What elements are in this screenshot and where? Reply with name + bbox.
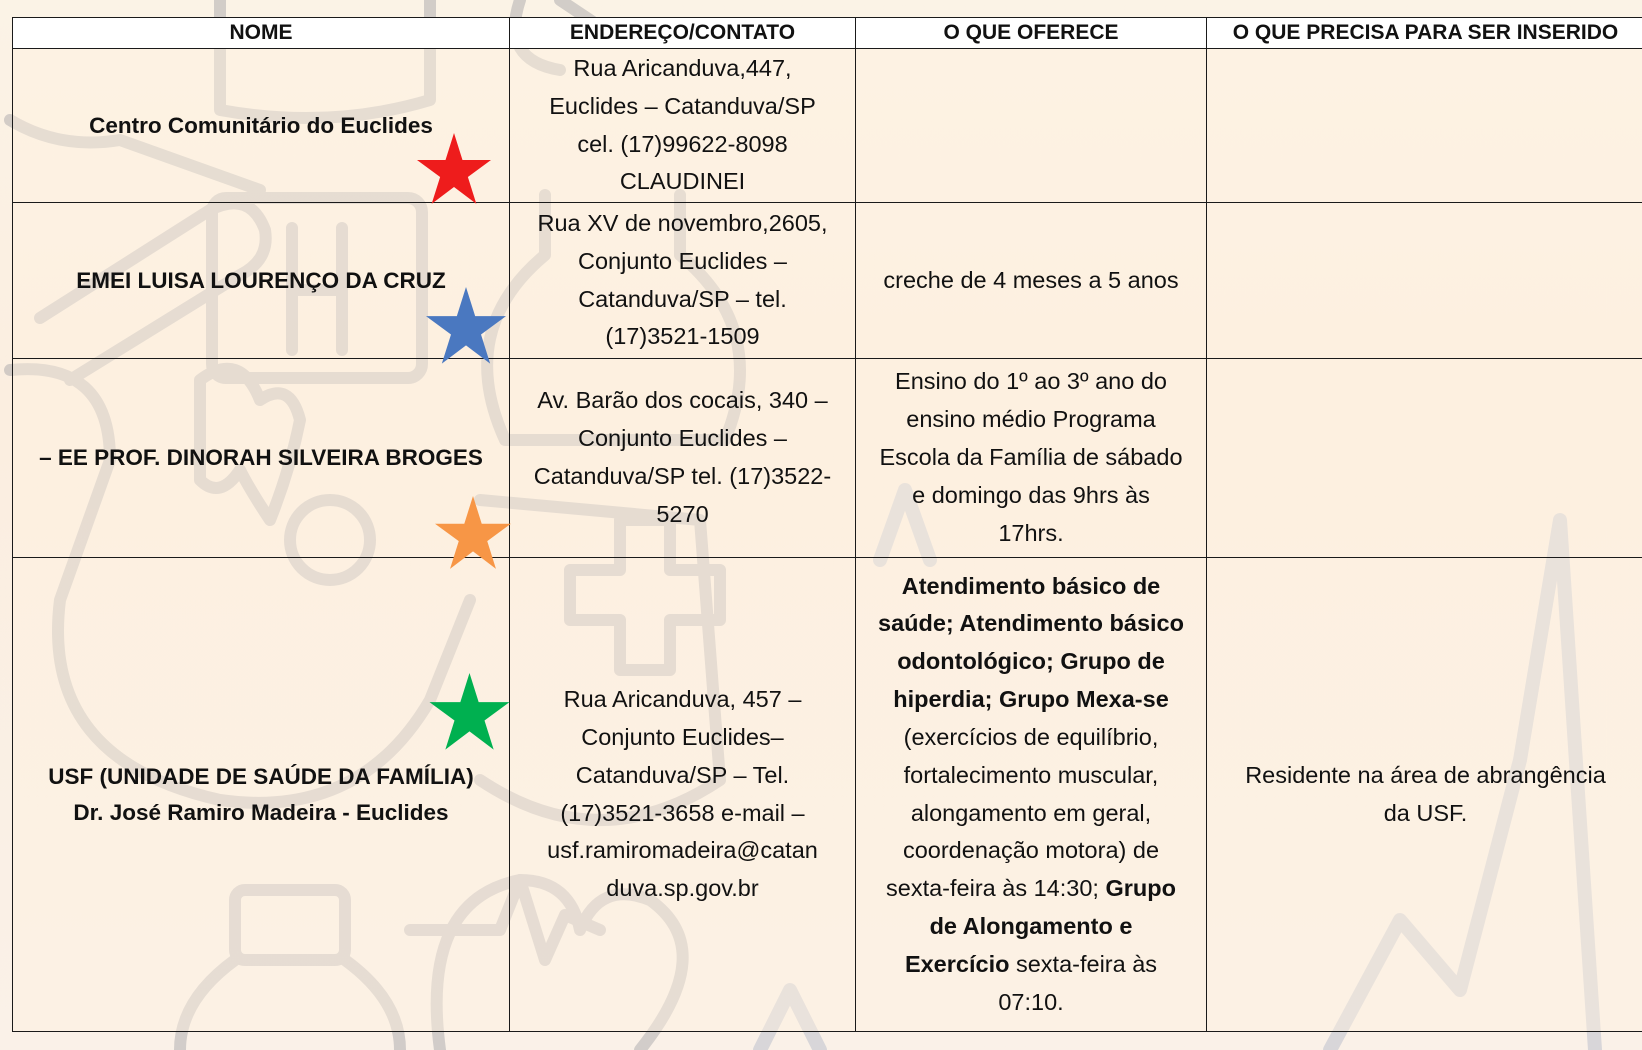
address-line: Conjunto Euclides – — [577, 425, 788, 452]
star-shape — [435, 496, 511, 569]
header-o-que-precisa: O QUE PRECISA PARA SER INSERIDO — [1206, 17, 1642, 49]
star-icon-blue — [426, 287, 506, 364]
address-line: (17)3521-3658 e-mail – — [560, 799, 805, 826]
address-line: Catanduva/SP – tel. — [578, 285, 787, 312]
address-line: 5270 — [656, 500, 709, 527]
star-icon-red — [417, 133, 491, 204]
offer-line: e domingo das 9hrs às — [912, 481, 1150, 508]
offer-line: de Alongamento e — [929, 912, 1133, 939]
header-row: NOME ENDEREÇO/CONTATO O QUE OFERECE O QU… — [12, 17, 1642, 49]
address-line: duva.sp.gov.br — [606, 875, 759, 902]
offer-text-bold: Grupo — [1105, 875, 1176, 902]
table-row: USF (UNIDADE DE SAÚDE DA FAMÍLIA) Dr. Jo… — [12, 557, 1642, 1032]
address-line: Conjunto Euclides– — [581, 723, 784, 750]
offer-line: fortalecimento muscular, — [903, 761, 1159, 788]
address-line: (17)3521-1509 — [605, 323, 760, 350]
requirement-cell: Residente na área de abrangência da USF. — [1206, 557, 1642, 1032]
offer-text-bold: Exercício — [904, 950, 1010, 977]
star-shape — [417, 133, 491, 204]
offer-line: Exercício sexta-feira às — [860, 946, 1202, 984]
offer-text: sexta-feira às 14:30; — [886, 875, 1099, 902]
offer-text: sexta-feira às — [1015, 950, 1158, 977]
address-line: Rua XV de novembro,2605, — [537, 209, 828, 236]
star-icon-green — [429, 673, 510, 750]
name-cell: USF (UNIDADE DE SAÚDE DA FAMÍLIA) Dr. Jo… — [12, 557, 510, 1032]
table-row: EMEI LUISA LOURENÇO DA CRUZ Rua XV de no… — [12, 202, 1642, 359]
offer-line: (exercícios de equilíbrio, — [903, 723, 1159, 750]
name-line: USF (UNIDADE DE SAÚDE DA FAMÍLIA) — [48, 763, 474, 789]
table-row: Centro Comunitário do Euclides Rua Arica… — [12, 48, 1642, 203]
offer-line: hiperdia; Grupo Mexa-se — [893, 686, 1169, 713]
address-line: Conjunto Euclides – — [577, 247, 788, 274]
address-cell: Rua Aricanduva, 457 – Conjunto Euclides–… — [509, 557, 856, 1032]
requirement-line: Residente na área de abrangência — [1245, 761, 1606, 788]
offer-line: Escola da Família de sábado — [879, 444, 1183, 471]
offer-line: Ensino do 1º ao 3º ano do — [895, 368, 1167, 395]
name-cell: – EE PROF. DINORAH SILVEIRA BROGES — [12, 358, 510, 558]
offer-line: 17hrs. — [998, 519, 1064, 546]
header-endereco-contato: ENDEREÇO/CONTATO — [509, 17, 856, 49]
header-o-que-oferece: O QUE OFERECE — [855, 17, 1207, 49]
name-cell: Centro Comunitário do Euclides — [12, 48, 510, 203]
table-row: – EE PROF. DINORAH SILVEIRA BROGES Av. B… — [12, 358, 1642, 558]
address-line: cel. (17)99622-8098 — [577, 130, 788, 157]
star-icon-orange — [435, 496, 511, 569]
offer-line: sexta-feira às 14:30; Grupo — [860, 870, 1202, 908]
address-line: Catanduva/SP tel. (17)3522- — [533, 463, 832, 489]
star-shape — [426, 287, 506, 364]
name-line: Dr. José Ramiro Madeira - Euclides — [73, 799, 449, 825]
address-line: Euclides – Catanduva/SP — [549, 92, 816, 119]
offer-line: 07:10. — [998, 988, 1064, 1015]
address-line: Rua Aricanduva, 457 – — [563, 686, 802, 713]
name-cell: EMEI LUISA LOURENÇO DA CRUZ — [12, 202, 510, 359]
offer-line: odontológico; Grupo de — [897, 648, 1165, 675]
star-shape — [429, 673, 510, 750]
offer-cell: Ensino do 1º ao 3º ano do ensino médio P… — [855, 358, 1207, 558]
address-line: CLAUDINEI — [619, 168, 746, 195]
offer-line: ensino médio Programa — [906, 406, 1156, 433]
requirement-line: da USF. — [1383, 799, 1468, 826]
address-line: usf.ramiromadeira@catan — [547, 837, 818, 864]
address-line: Rua Aricanduva,447, — [573, 54, 792, 81]
offer-cell: Atendimento básico de saúde; Atendimento… — [855, 557, 1207, 1032]
offer-line: alongamento em geral, — [910, 799, 1152, 826]
address-line: Av. Barão dos cocais, 340 – — [537, 387, 828, 414]
address-cell: Av. Barão dos cocais, 340 – Conjunto Euc… — [509, 358, 856, 558]
requirement-cell — [1206, 202, 1642, 359]
address-line: Catanduva/SP – Tel. — [575, 761, 790, 788]
address-cell: Rua Aricanduva,447, Euclides – Catanduva… — [509, 48, 856, 203]
offer-cell: creche de 4 meses a 5 anos — [855, 202, 1207, 359]
offer-cell — [855, 48, 1207, 203]
offer-line: saúde; Atendimento básico — [878, 610, 1184, 637]
offer-line: coordenação motora) de — [902, 837, 1160, 864]
address-cell: Rua XV de novembro,2605, Conjunto Euclid… — [509, 202, 856, 359]
header-nome: NOME — [12, 17, 510, 49]
requirement-cell — [1206, 358, 1642, 558]
offer-line: Atendimento básico de — [901, 572, 1161, 599]
resource-table: NOME ENDEREÇO/CONTATO O QUE OFERECE O QU… — [12, 17, 1642, 1032]
requirement-cell — [1206, 48, 1642, 203]
